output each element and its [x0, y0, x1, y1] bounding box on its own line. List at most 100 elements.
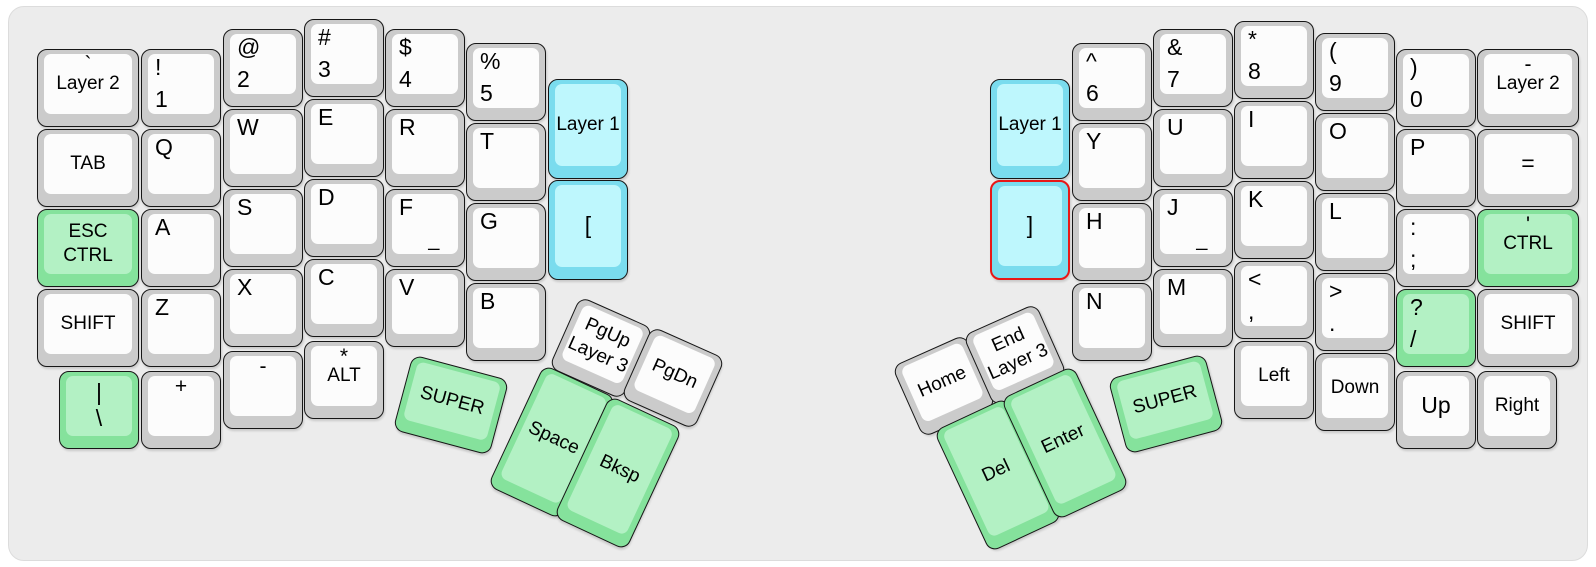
key-l-label: L	[1329, 198, 1342, 224]
key-close-bracket[interactable]: ]	[990, 180, 1070, 280]
key-hash-3[interactable]: #3	[304, 19, 384, 97]
key-x-cap: X	[230, 274, 296, 334]
key-super-left-label: SUPER	[417, 382, 487, 420]
key-t-label: T	[480, 128, 495, 154]
key-exclam-1[interactable]: !1	[141, 49, 221, 127]
key-question-slash[interactable]: ?/	[1396, 289, 1476, 367]
key-layer1-right[interactable]: Layer 1	[990, 79, 1070, 179]
key-e[interactable]: E	[304, 99, 384, 177]
key-paren-9-label: (	[1329, 38, 1337, 64]
key-v-cap: V	[392, 274, 458, 334]
key-z[interactable]: Z	[141, 289, 221, 367]
key-amp-7-label: &	[1167, 34, 1183, 60]
key-u-cap: U	[1160, 114, 1226, 174]
key-j-label: J	[1167, 194, 1179, 220]
key-layer1-right-cap: Layer 1	[997, 84, 1063, 166]
key-d-label: D	[318, 184, 335, 210]
key-star-alt-cap: *ALT	[311, 345, 377, 406]
key-down[interactable]: Down	[1315, 353, 1395, 431]
key-o[interactable]: O	[1315, 113, 1395, 191]
key-quote-ctrl[interactable]: 'CTRL	[1477, 209, 1579, 287]
key-right[interactable]: Right	[1477, 371, 1557, 449]
key-c[interactable]: C	[304, 259, 384, 337]
key-tab[interactable]: TAB	[37, 129, 139, 207]
key-v[interactable]: V	[385, 269, 465, 347]
key-shift-left[interactable]: SHIFT	[37, 289, 139, 367]
key-d[interactable]: D	[304, 179, 384, 257]
key-right-cap: Right	[1484, 376, 1550, 436]
key-u-label: U	[1167, 114, 1184, 140]
key-pipe-backslash-cap: |\	[66, 376, 132, 436]
key-percent-5[interactable]: %5	[466, 43, 546, 121]
key-l-cap: L	[1322, 198, 1388, 258]
key-equals[interactable]: =	[1477, 129, 1579, 207]
key-p[interactable]: P	[1396, 129, 1476, 207]
key-super-left[interactable]: SUPER	[392, 354, 510, 456]
key-up-label: Up	[1421, 392, 1451, 419]
key-shift-left-cap: SHIFT	[44, 294, 132, 354]
key-m-label: M	[1167, 274, 1187, 300]
key-m-cap: M	[1160, 274, 1226, 334]
key-greater-period[interactable]: >.	[1315, 273, 1395, 351]
key-layer1-left-cap: Layer 1	[555, 84, 621, 166]
key-k[interactable]: K	[1234, 181, 1314, 259]
key-amp-7[interactable]: &7	[1153, 29, 1233, 107]
key-q[interactable]: Q	[141, 129, 221, 207]
key-less-comma[interactable]: <,	[1234, 261, 1314, 339]
key-t[interactable]: T	[466, 123, 546, 201]
key-layer1-right-label: Layer 1	[998, 114, 1062, 136]
key-paren-9[interactable]: (9	[1315, 33, 1395, 111]
key-dash-layer2[interactable]: -Layer 2	[1477, 49, 1579, 127]
key-y[interactable]: Y	[1072, 123, 1152, 201]
key-x[interactable]: X	[223, 269, 303, 347]
key-minus[interactable]: -	[223, 351, 303, 429]
key-paren-0[interactable]: )0	[1396, 49, 1476, 127]
key-left[interactable]: Left	[1234, 341, 1314, 419]
key-j[interactable]: J_	[1153, 189, 1233, 267]
key-k-cap: K	[1241, 186, 1307, 246]
key-layer1-left[interactable]: Layer 1	[548, 79, 628, 179]
key-plus-cap: +	[148, 375, 214, 436]
key-l[interactable]: L	[1315, 193, 1395, 271]
key-r[interactable]: R	[385, 109, 465, 187]
key-h[interactable]: H	[1072, 203, 1152, 281]
key-w[interactable]: W	[223, 109, 303, 187]
key-i[interactable]: I	[1234, 101, 1314, 179]
key-shift-right-label: SHIFT	[1500, 313, 1556, 335]
key-star-8[interactable]: *8	[1234, 21, 1314, 99]
key-open-bracket[interactable]: [	[548, 180, 628, 280]
key-a[interactable]: A	[141, 209, 221, 287]
key-m[interactable]: M	[1153, 269, 1233, 347]
key-s[interactable]: S	[223, 189, 303, 267]
key-b[interactable]: B	[466, 283, 546, 361]
key-colon-semicolon-label: :	[1410, 214, 1417, 240]
key-plus[interactable]: +	[141, 371, 221, 449]
key-f[interactable]: F_	[385, 189, 465, 267]
key-tab-label: TAB	[70, 153, 106, 175]
key-colon-semicolon[interactable]: :;	[1396, 209, 1476, 287]
key-dollar-4[interactable]: $4	[385, 29, 465, 107]
key-super-right[interactable]: SUPER	[1107, 353, 1225, 455]
key-caret-6[interactable]: ^6	[1072, 43, 1152, 121]
key-g[interactable]: G	[466, 203, 546, 281]
key-star-alt[interactable]: *ALT	[304, 341, 384, 419]
key-y-label: Y	[1086, 128, 1102, 154]
key-close-bracket-label: ]	[1026, 212, 1034, 239]
key-question-slash-label: /	[1410, 326, 1417, 352]
key-pgdn-cap: PgDn	[632, 333, 717, 416]
key-z-label: Z	[155, 294, 170, 320]
key-u[interactable]: U	[1153, 109, 1233, 187]
key-n[interactable]: N	[1072, 283, 1152, 361]
key-open-bracket-label: [	[584, 212, 592, 239]
key-backtick-layer2[interactable]: `Layer 2	[37, 49, 139, 127]
key-w-label: W	[237, 114, 259, 140]
key-r-cap: R	[392, 114, 458, 174]
key-g-label: G	[480, 208, 498, 234]
key-s-label: S	[237, 194, 253, 220]
key-up[interactable]: Up	[1396, 371, 1476, 449]
key-pipe-backslash[interactable]: |\	[59, 371, 139, 449]
key-at-2[interactable]: @2	[223, 29, 303, 107]
key-shift-right[interactable]: SHIFT	[1477, 289, 1579, 367]
